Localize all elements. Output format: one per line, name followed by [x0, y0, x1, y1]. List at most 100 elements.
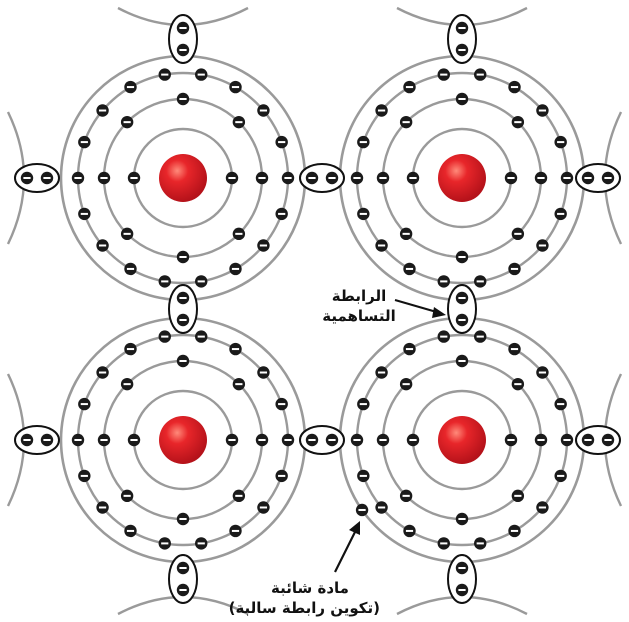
bond-electron: [176, 43, 190, 57]
electron: [158, 275, 171, 288]
electron: [504, 433, 518, 447]
electron: [376, 171, 390, 185]
electron: [399, 377, 413, 391]
bond-electron: [20, 433, 34, 447]
atom: [59, 316, 307, 564]
electron: [474, 330, 487, 343]
electron: [257, 366, 270, 379]
electron: [78, 207, 91, 221]
electron: [474, 275, 487, 288]
electron: [158, 537, 171, 550]
electron: [399, 489, 413, 503]
electron: [232, 227, 246, 241]
electron: [120, 489, 134, 503]
electron: [96, 239, 109, 252]
covalent-bond: [14, 425, 60, 455]
electron: [376, 433, 390, 447]
covalent-bond: [168, 554, 198, 604]
bond-electron: [176, 313, 190, 327]
atom: [59, 54, 307, 302]
electron: [455, 354, 469, 368]
bond-electron: [455, 43, 469, 57]
electron: [195, 330, 208, 343]
electron: [554, 135, 567, 149]
dopant-arrow: [334, 527, 358, 573]
bond-electron: [40, 171, 54, 185]
electron: [508, 342, 521, 356]
covalent-bond: [14, 163, 60, 193]
electron: [511, 377, 525, 391]
dopant-label: مادة شائبة (تكوين رابطة سالبة): [228, 578, 380, 618]
covalent-bond-label-line1: الرابطة: [331, 287, 387, 305]
electron: [255, 433, 269, 447]
electron: [257, 104, 270, 117]
electron: [232, 377, 246, 391]
electron: [97, 171, 111, 185]
electron: [275, 207, 288, 221]
electron: [455, 512, 469, 526]
electron: [511, 115, 525, 129]
electron: [350, 171, 364, 185]
electron: [96, 104, 109, 117]
electron: [257, 501, 270, 514]
electron: [437, 537, 450, 550]
electron: [255, 171, 269, 185]
bond-electron: [455, 291, 469, 305]
electron: [508, 262, 521, 276]
bond-electron: [305, 171, 319, 185]
bond-electron: [176, 21, 190, 35]
bond-electron: [176, 561, 190, 575]
bond-electron: [601, 171, 615, 185]
electron: [375, 104, 388, 117]
electron: [120, 377, 134, 391]
electron: [437, 68, 450, 81]
bond-electron: [325, 433, 339, 447]
electron: [71, 433, 85, 447]
electron: [455, 92, 469, 106]
electron: [554, 469, 567, 483]
electron: [399, 227, 413, 241]
bond-electron: [455, 583, 469, 597]
electron: [71, 171, 85, 185]
electron: [120, 227, 134, 241]
electron: [275, 469, 288, 483]
electron: [78, 469, 91, 483]
electron: [229, 80, 242, 94]
electron: [508, 524, 521, 538]
electron: [350, 433, 364, 447]
atom: [338, 316, 586, 564]
electron: [225, 433, 239, 447]
electron: [96, 366, 109, 379]
electron: [158, 68, 171, 81]
electron: [560, 171, 574, 185]
electron: [536, 501, 549, 514]
electron: [403, 80, 416, 94]
electron: [232, 115, 246, 129]
electron: [375, 239, 388, 252]
electron: [127, 171, 141, 185]
electron: [176, 354, 190, 368]
covalent-bond: [447, 554, 477, 604]
electron: [357, 207, 370, 221]
covalent-bond: [575, 425, 621, 455]
electron: [357, 469, 370, 483]
bond-electron: [40, 433, 54, 447]
bond-electron: [601, 433, 615, 447]
covalent-bond: [447, 14, 477, 64]
electron: [455, 250, 469, 264]
bond-electron: [305, 433, 319, 447]
electron: [225, 171, 239, 185]
electron: [257, 239, 270, 252]
electron: [229, 262, 242, 276]
electron: [195, 68, 208, 81]
covalent-bond: [299, 163, 345, 193]
bond-electron: [455, 21, 469, 35]
dopant-label-line2: (تكوين رابطة سالبة): [228, 599, 380, 617]
electron: [508, 80, 521, 94]
electron: [399, 115, 413, 129]
bond-arrow: [394, 299, 441, 314]
electron: [176, 92, 190, 106]
electron: [406, 171, 420, 185]
electron: [375, 366, 388, 379]
electron: [281, 171, 295, 185]
